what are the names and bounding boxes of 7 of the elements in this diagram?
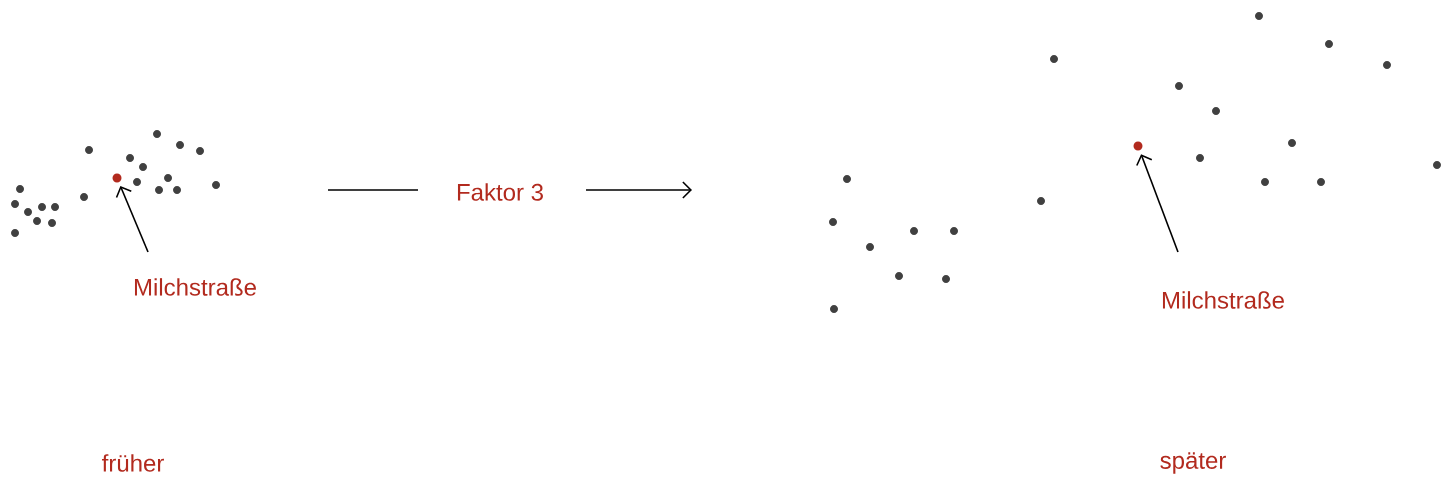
time-label: früher [102, 454, 164, 472]
time-label: später [1160, 452, 1226, 474]
galaxy-label: Milchstraße [1162, 291, 1284, 309]
galaxy-label: Milchstraße [135, 278, 256, 296]
leader-arrow [1136, 154, 1179, 253]
factor-label: Faktor 3 [457, 183, 543, 201]
leader-arrow [115, 186, 149, 253]
